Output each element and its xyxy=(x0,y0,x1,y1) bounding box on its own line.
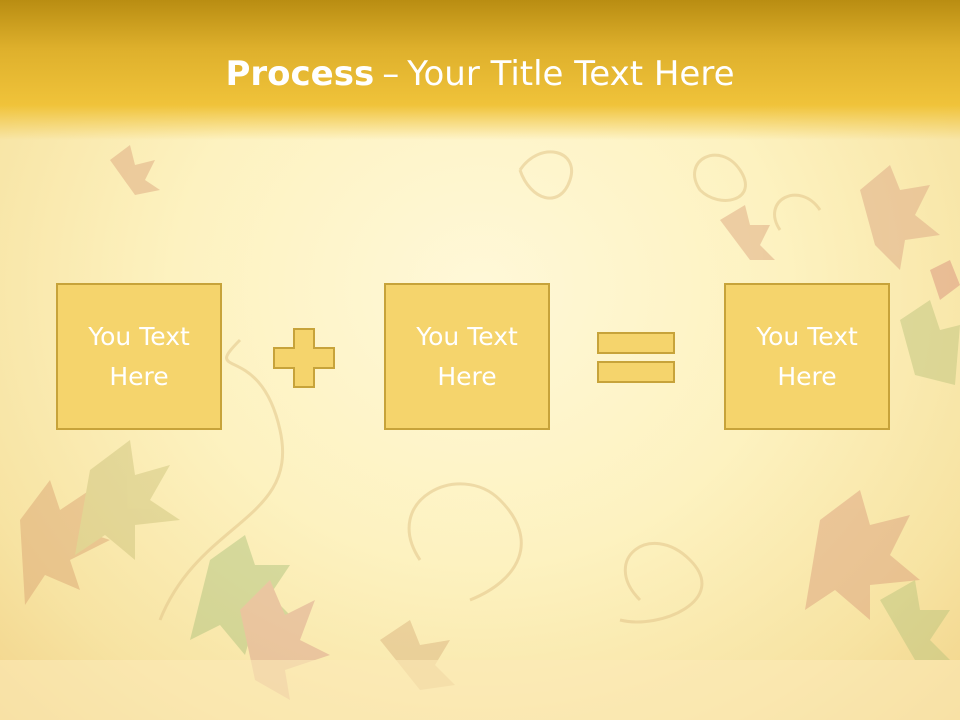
process-box-1[interactable]: You Text Here xyxy=(56,283,222,430)
slide-title[interactable]: Process–Your Title Text Here xyxy=(0,50,960,98)
title-banner xyxy=(0,0,960,140)
equals-icon xyxy=(597,332,675,383)
process-box-2-label: You Text Here xyxy=(416,321,518,391)
process-box-2[interactable]: You Text Here xyxy=(384,283,550,430)
process-box-1-label: You Text Here xyxy=(88,321,190,391)
process-box-3-label: You Text Here xyxy=(756,321,858,391)
title-dash: – xyxy=(382,54,400,94)
process-box-3[interactable]: You Text Here xyxy=(724,283,890,430)
plus-icon xyxy=(273,328,335,388)
title-bold-part: Process xyxy=(225,54,375,94)
title-text: Your Title Text Here xyxy=(407,54,735,94)
